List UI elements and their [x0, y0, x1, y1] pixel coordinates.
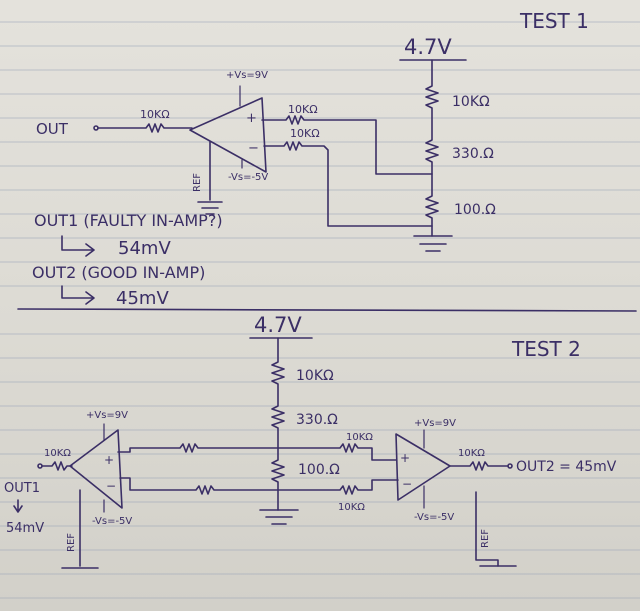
- test1-supply-label: 4.7V: [404, 35, 452, 59]
- test2-right-resistor-label: 10KΩ: [458, 448, 485, 459]
- test2-left-vs-neg: -Vs=-5V: [92, 516, 132, 527]
- test1-vs-pos: +Vs=9V: [226, 70, 268, 81]
- svg-text:+: +: [104, 453, 114, 467]
- test2-divider-wire: [271, 337, 285, 511]
- test2-left-ref-label: REF: [66, 533, 77, 552]
- test2-ground-symbol: [259, 509, 299, 525]
- test1-minus-wire: [263, 141, 433, 227]
- test2-left-vs-pos: +Vs=9V: [86, 410, 128, 421]
- test2-out1-value: 54mV: [6, 521, 44, 536]
- test2-right-vs-neg: -Vs=-5V: [414, 512, 454, 523]
- test1-r3-label: 100.Ω: [454, 202, 496, 218]
- svg-text:−: −: [248, 141, 259, 156]
- test2-right-ref-label: REF: [480, 529, 491, 548]
- svg-text:−: −: [402, 477, 412, 491]
- ruled-lines: [0, 21, 640, 599]
- test1-note1-value: 54mV: [118, 238, 171, 259]
- test1-r1-label: 10KΩ: [452, 94, 490, 110]
- test2-r1-label: 10KΩ: [296, 368, 334, 384]
- test1-divider-wire: [425, 59, 439, 237]
- test1-note2-title: OUT2 (GOOD IN-AMP): [32, 263, 205, 282]
- svg-text:+: +: [400, 451, 410, 465]
- test2-right-resistor: [449, 461, 509, 471]
- test1-r2-label: 330.Ω: [452, 146, 494, 162]
- test2-right-vs-pos: +Vs=9V: [414, 418, 456, 429]
- test1-title: TEST 1: [519, 9, 589, 33]
- test1-plus-wire: [261, 115, 433, 175]
- test2-title: TEST 2: [511, 337, 581, 361]
- test1-out-wire: [97, 123, 193, 133]
- test2-right-inamp: [395, 433, 451, 501]
- test1-feed-top-label: 10KΩ: [288, 103, 318, 116]
- test1-inamp: [189, 97, 267, 173]
- test1-note1-arrow-icon: [61, 235, 95, 257]
- test2-r2-label: 330.Ω: [296, 412, 338, 428]
- test2-out1-arrow-icon: [13, 499, 23, 513]
- test2-bridge-top-label: 10KΩ: [346, 432, 373, 443]
- test2-top-bridge-wire: [117, 443, 397, 461]
- test1-ground-symbol: [413, 235, 453, 252]
- test2-left-resistor: [41, 461, 73, 471]
- test2-out1-label: OUT1: [4, 481, 40, 496]
- test2-right-ref-wire: [475, 491, 499, 567]
- test1-feed-bottom-label: 10KΩ: [290, 127, 320, 140]
- test2-supply-label: 4.7V: [254, 313, 302, 337]
- svg-text:+: +: [246, 111, 257, 126]
- test1-note2-arrow-icon: [61, 285, 95, 305]
- test2-left-inamp: [69, 429, 123, 509]
- section-divider-line: [17, 308, 637, 312]
- test2-bridge-bottom-label: 10KΩ: [338, 502, 365, 513]
- test1-in-resistor-label: 10KΩ: [140, 108, 170, 121]
- test1-out-label: OUT: [36, 120, 69, 138]
- svg-text:−: −: [106, 479, 116, 493]
- test1-note1-title: OUT1 (FAULTY IN-AMP?): [34, 211, 223, 230]
- test1-vs-neg: -Vs=-5V: [228, 172, 268, 183]
- test2-bottom-bridge-wire: [119, 477, 399, 495]
- test2-r3-label: 100.Ω: [298, 462, 340, 478]
- test1-note2-value: 45mV: [116, 288, 169, 309]
- test2-out2-label: OUT2 = 45mV: [516, 459, 617, 475]
- test2-left-resistor-label: 10KΩ: [44, 448, 71, 459]
- test1-ref-label: REF: [192, 173, 203, 192]
